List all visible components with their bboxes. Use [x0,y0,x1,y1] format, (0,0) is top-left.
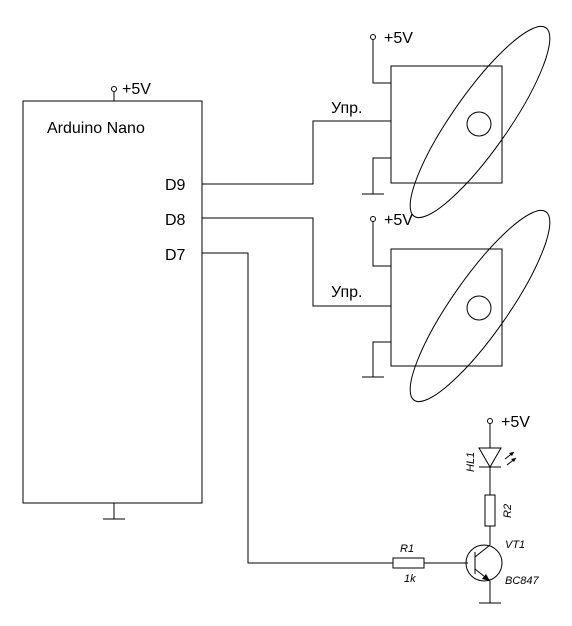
arduino-supply-terminal: +5V [111,81,151,101]
servo-top-arm [409,25,551,219]
pin-label-d9: D9 [165,177,186,194]
servo-bottom-arm [409,209,551,403]
servo-top-body [390,65,503,184]
pin-label-d7: D7 [165,247,186,264]
servo-bottom-body [390,248,503,367]
resistor-r1: R1 1k [392,543,425,585]
led-driver-stage: +5V HL1 R2 R1 1k [392,414,540,604]
servo-top-control-label: Упр. [331,100,362,117]
servo-bottom-hub [466,295,492,321]
servo-bottom-supply-terminal: +5V [370,212,413,267]
resistor-r2: R2 [484,494,514,527]
servo-bottom-control-label: Упр. [331,284,362,301]
resistor-r1-label: R1 [400,543,414,555]
resistor-r1-body [392,557,425,569]
arduino-nano-module: Arduino Nano +5V D9 D8 D7 [22,81,203,520]
light-emission-icon [504,451,517,466]
wire-d7-to-r1 [202,252,393,564]
led-hl1-label: HL1 [465,452,477,472]
resistor-r2-body [484,494,496,527]
arduino-title: Arduino Nano [47,120,145,137]
transistor-vt1-type: BC847 [505,575,540,587]
servo-top-supply-terminal: +5V [370,30,413,84]
servo-top-hub [466,111,492,137]
led-supply-terminal: +5V [487,414,530,448]
transistor-vt1-label: VT1 [505,539,525,551]
resistor-r1-value: 1k [404,573,416,585]
pin-label-d8: D8 [165,212,186,229]
servo-top: Упр. +5V [331,25,551,219]
servo-top-ground [362,157,391,195]
servo-bottom: Упр. +5V [331,209,551,403]
led-supply-label: +5V [501,414,530,431]
resistor-r2-label: R2 [502,504,514,518]
transistor-ground [479,581,501,604]
wire-d8-to-servo-bottom [202,217,391,307]
arduino-body [22,100,203,504]
servo-bottom-supply-label: +5V [384,212,413,229]
transistor-vt1-envelope [465,544,503,582]
transistor-vt1: VT1 BC847 [465,539,540,587]
led-hl1: HL1 [465,447,517,472]
wire-d9-to-servo-top [202,120,391,185]
arduino-supply-label: +5V [122,81,151,98]
servo-bottom-ground [362,341,391,378]
servo-top-supply-label: +5V [384,30,413,47]
arduino-ground [103,503,125,520]
